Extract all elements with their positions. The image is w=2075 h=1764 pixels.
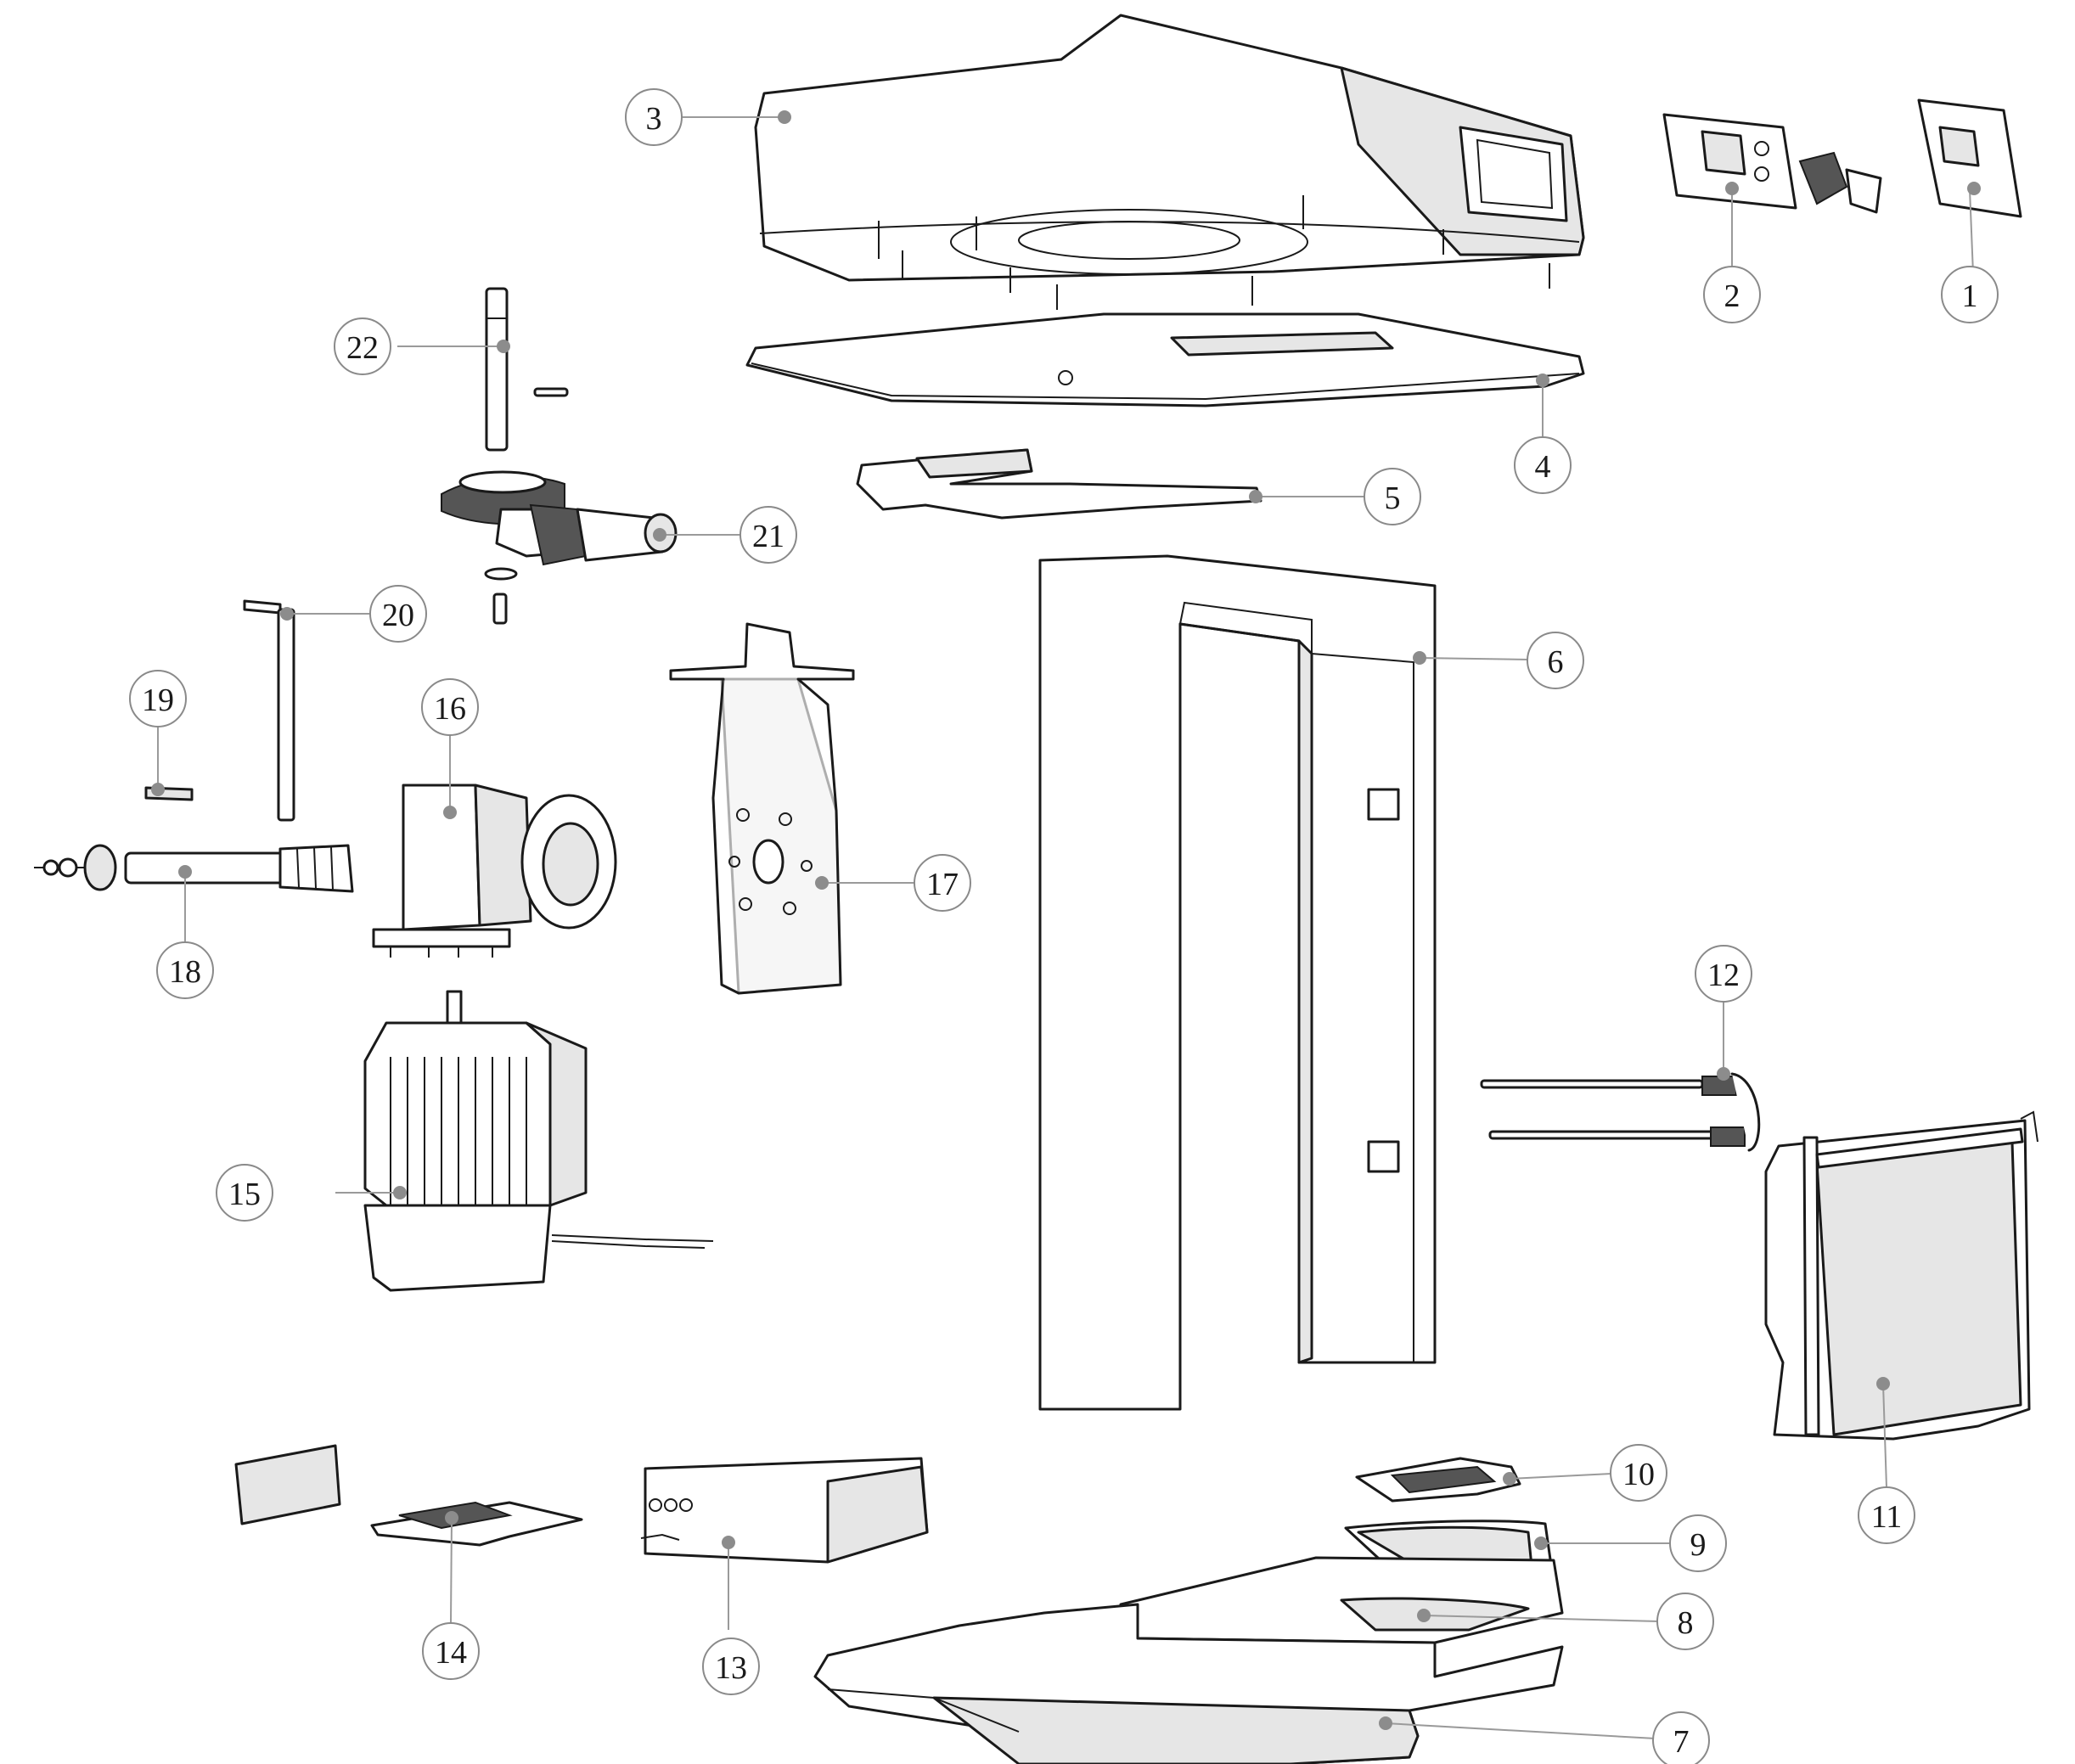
part-20-long-bolt: [243, 599, 295, 822]
part-22-shaft: [485, 287, 569, 452]
part-13-electrical-box: [640, 1457, 929, 1564]
callout-14: 14: [422, 1622, 480, 1680]
leader-dots: [151, 110, 1981, 1730]
part-17-mounting-plate: [669, 622, 855, 995]
callout-12: 12: [1695, 945, 1752, 1003]
callout-2: 2: [1703, 266, 1761, 323]
svg-text:11: 11: [1871, 1499, 1903, 1535]
part-18-drive-shaft: [34, 844, 354, 893]
leader-lines: [157, 116, 1975, 1739]
callout-22: 22: [334, 317, 391, 375]
part-5-bracket-rail: [856, 448, 1262, 520]
callout-5: 5: [1364, 468, 1421, 525]
callout-13: 13: [702, 1638, 760, 1695]
part-1-keypad-label: [1917, 98, 2022, 218]
callout-11: 11: [1858, 1486, 1915, 1544]
part-11-side-panel: [1764, 1110, 2038, 1441]
part-16-gearbox: [372, 784, 617, 958]
callout-21: 21: [739, 506, 797, 564]
callout-16: 16: [421, 678, 479, 736]
svg-text:21: 21: [752, 519, 784, 554]
svg-text:15: 15: [228, 1177, 261, 1212]
part-21-gear-assembly: [441, 470, 678, 625]
svg-text:14: 14: [435, 1635, 467, 1671]
svg-text:8: 8: [1678, 1605, 1694, 1641]
part-7-base: [813, 1603, 1564, 1764]
svg-text:10: 10: [1622, 1457, 1655, 1492]
callout-15: 15: [216, 1164, 273, 1222]
part-15-motor: [363, 990, 714, 1292]
part-12-spring-rods: [1480, 1072, 1761, 1152]
svg-text:1: 1: [1962, 278, 1978, 314]
callout-20: 20: [369, 585, 427, 643]
part-4-base-plate: [745, 312, 1585, 407]
svg-text:3: 3: [646, 101, 662, 137]
part-3-top-cover: [754, 14, 1585, 310]
callout-17: 17: [914, 854, 971, 912]
callout-9: 9: [1669, 1514, 1727, 1572]
callout-1: 1: [1941, 266, 1999, 323]
part-10-grate: [1355, 1457, 1521, 1503]
callout-6: 6: [1527, 632, 1584, 689]
callout-18: 18: [156, 941, 214, 999]
callout-3: 3: [625, 88, 683, 146]
svg-text:19: 19: [142, 683, 174, 718]
svg-text:22: 22: [346, 330, 379, 366]
part-6-column-frame: [1038, 554, 1437, 1411]
callouts: 1 2 3 4 5 6 7 8 9 10 11 12 13 14 15 16 1…: [129, 88, 1999, 1764]
svg-text:6: 6: [1548, 644, 1564, 680]
svg-text:7: 7: [1673, 1724, 1690, 1760]
svg-text:5: 5: [1385, 480, 1401, 516]
callout-4: 4: [1514, 436, 1572, 494]
svg-text:4: 4: [1535, 449, 1551, 485]
callout-8: 8: [1656, 1593, 1714, 1650]
svg-text:2: 2: [1724, 278, 1740, 314]
svg-text:20: 20: [382, 598, 414, 633]
svg-text:18: 18: [169, 954, 201, 990]
svg-text:12: 12: [1707, 958, 1740, 993]
svg-text:16: 16: [434, 691, 466, 727]
svg-text:13: 13: [715, 1650, 747, 1686]
callout-19: 19: [129, 670, 187, 728]
svg-text:17: 17: [926, 867, 959, 902]
callout-7: 7: [1652, 1711, 1710, 1764]
svg-text:9: 9: [1690, 1527, 1707, 1563]
part-2-control-panel: [1662, 113, 1882, 214]
part-14-circuit-board: [234, 1444, 583, 1547]
callout-10: 10: [1610, 1444, 1667, 1502]
